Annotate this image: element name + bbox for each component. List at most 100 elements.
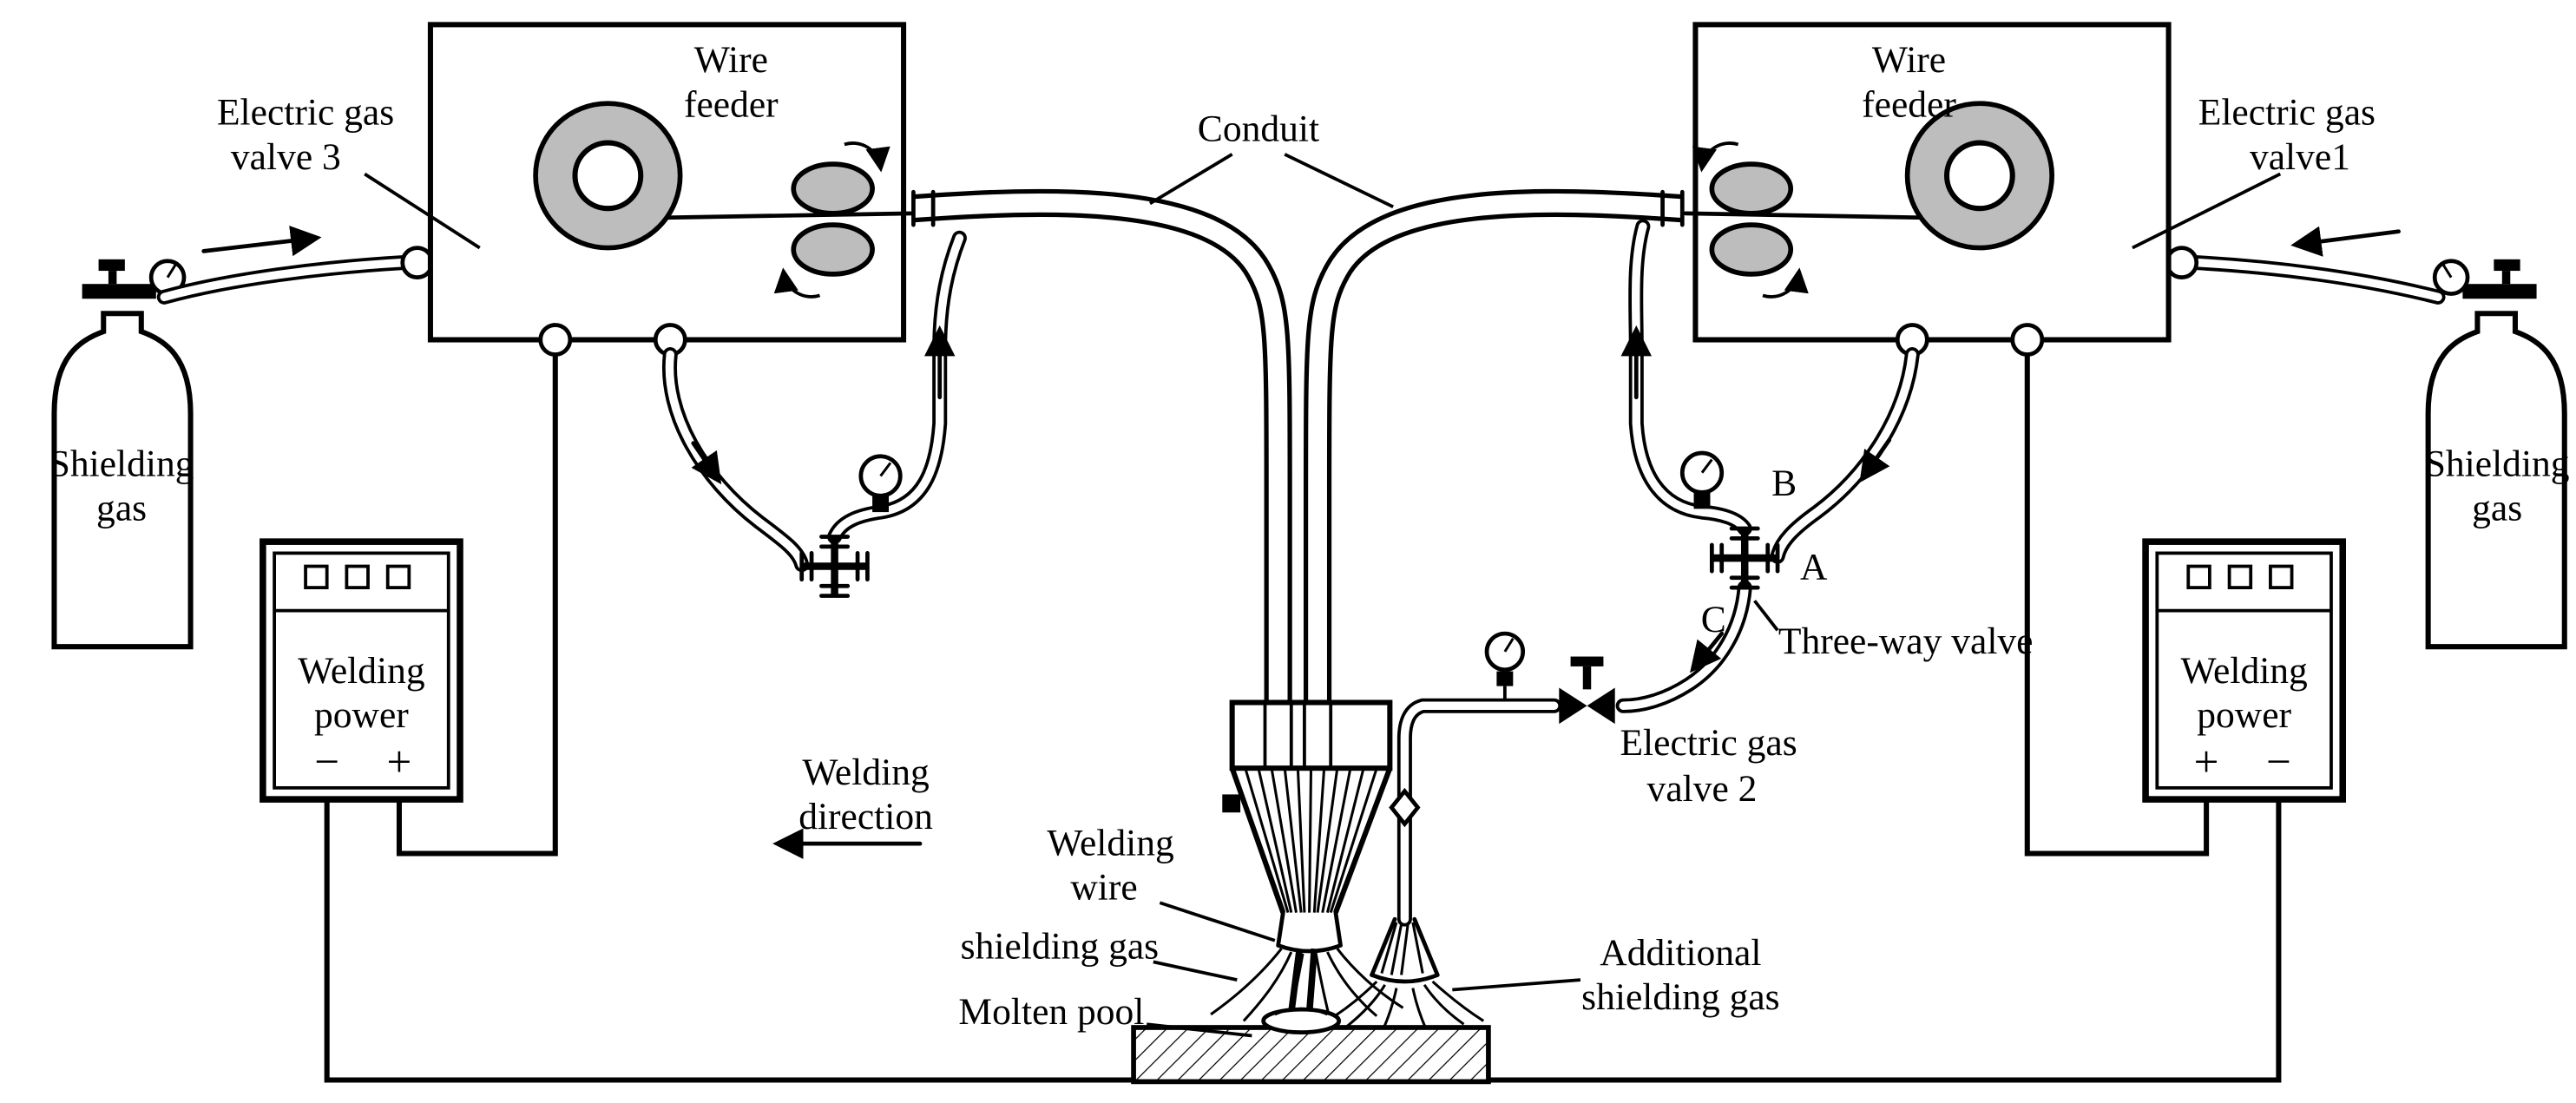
terminal-minus-left: − [314,738,339,787]
regulator-gauge-right-icon [2432,259,2470,296]
feed-roller [791,161,875,216]
label-shielding-gas-right: Shielding [2425,443,2570,485]
indicator-square [304,564,329,590]
pointer-conduit-right [1284,153,1394,209]
feeder-connector-circle [2010,323,2045,357]
cross-fitting-left [799,535,870,598]
additional-gas-nozzle [1323,916,1485,1030]
pointer-additional-gas [1452,978,1581,992]
torch-cone-hatch [1244,767,1378,914]
roller-rotation-arrow [773,267,821,299]
label-port-b: B [1771,463,1797,504]
pointer-conduit-left [1149,153,1233,206]
roller-rotation-arrow [844,141,890,173]
pointer-molten-pool [1147,1022,1252,1038]
label-molten-pool: Molten pool [958,991,1144,1033]
label-wire-feeder-right: Wire [1872,39,1946,81]
flow-indicator-diamond [1389,787,1421,828]
feeder-connector-circle [538,323,573,357]
gas-hose-cylinder-right [2189,226,2446,305]
power-cable-right [2024,354,2210,857]
conduit-right [1303,188,1685,710]
indicator-square [2269,564,2294,590]
label-port-c: C [1701,599,1726,640]
label-electric-gas-valve-3: Electric gas [217,92,394,134]
label-welding-direction-2: direction [798,796,933,837]
label-welding-power-right: Welding [2180,650,2307,692]
feed-roller [791,222,875,277]
label-additional-shielding-gas-2: shielding gas [1581,976,1779,1018]
label-port-a: A [1800,547,1828,588]
wire-feeder-right: Wire feeder [1683,22,2172,357]
label-electric-gas-valve-1-2: valve1 [2250,136,2350,178]
flow-arrow-down-left-hose [691,441,722,485]
welding-wire-line-right [1683,211,1962,220]
roller-rotation-arrow [1692,141,1739,173]
feed-roller [1709,222,1794,277]
indicator-square [2186,564,2211,590]
three-way-valve-pointer [1753,600,1779,632]
wire-feeder-left: Wire feeder [427,22,916,357]
label-shielding-gas-torch: shielding gas [961,926,1159,968]
label-electric-gas-valve-3-2: valve 3 [231,136,341,178]
connector-circle [2165,246,2199,280]
welding-wire-line-left [625,211,916,220]
power-cable-left [396,354,558,857]
label-shielding-gas-right-2: gas [2472,488,2522,529]
welding-torch [1210,699,1404,1023]
label-welding-wire: Welding [1047,822,1173,863]
cross-fitting-right [1709,526,1780,590]
flow-arrow-left-inlet [201,225,322,257]
label-welding-power-right-2: power [2197,694,2291,736]
pointer-valve1 [2132,172,2282,250]
three-way-valve-right: B A C [1615,219,1920,713]
pointer-welding-wire [1159,901,1276,942]
flow-arrow-to-valve2 [1690,631,1725,673]
label-wire-feeder-left: Wire [694,39,768,81]
terminal-plus-right: + [2194,738,2219,787]
indicator-square [385,564,411,590]
electric-gas-valve-2 [1389,631,1615,927]
cylinder-valve-left [82,284,156,299]
roller-rotation-arrow [1762,267,1809,299]
pointer-valve3 [364,172,481,250]
feed-roller [1709,161,1794,216]
label-electric-gas-valve-2: Electric gas [1620,722,1797,764]
flow-arrow-right-inlet [2290,226,2401,257]
gas-junction-left [661,230,967,598]
label-wire-feeder-right-2: feeder [1862,83,1956,125]
gas-cylinder-left: Shielding gas [49,259,194,650]
molten-pool [1261,1007,1342,1035]
gas-hose-cylinder-left [156,225,411,305]
label-shielding-gas-left-2: gas [96,488,147,529]
indicator-square [2227,564,2253,590]
gas-cylinder-right: Shielding gas [2425,259,2570,650]
label-electric-gas-valve-2-2: valve 2 [1647,768,1758,810]
torch-collar [1229,699,1393,771]
label-electric-gas-valve-1: Electric gas [2198,92,2376,134]
welding-power-left: Welding power − + [260,538,463,803]
welding-power-right: Welding power + − [2142,538,2346,803]
label-welding-wire-2: wire [1070,866,1137,908]
label-welding-power-left-2: power [314,694,409,736]
cylinder-valve-right [2462,284,2537,299]
terminal-minus-right: − [2266,738,2291,787]
shielding-gas-flow-lines [1210,948,1404,1023]
torch-clamp [1222,794,1241,813]
label-welding-direction: Welding [802,752,929,793]
pointer-shielding-gas [1153,960,1238,982]
label-welding-power-left: Welding [298,650,424,692]
workpiece [1131,1025,1491,1085]
flow-arrow-down-right-hose [1859,437,1892,483]
label-conduit: Conduit [1198,108,1319,150]
label-shielding-gas-left: Shielding [49,443,194,485]
label-three-way-valve: Three-way valve [1778,620,2034,662]
terminal-plus-left: + [387,738,412,787]
label-additional-shielding-gas: Additional [1600,932,1761,974]
label-wire-feeder-left-2: feeder [684,83,779,125]
conduit-left [911,188,1292,710]
indicator-square [345,564,370,590]
annotations: Electric gas valve 3 Conduit Electric ga… [217,92,2376,1038]
